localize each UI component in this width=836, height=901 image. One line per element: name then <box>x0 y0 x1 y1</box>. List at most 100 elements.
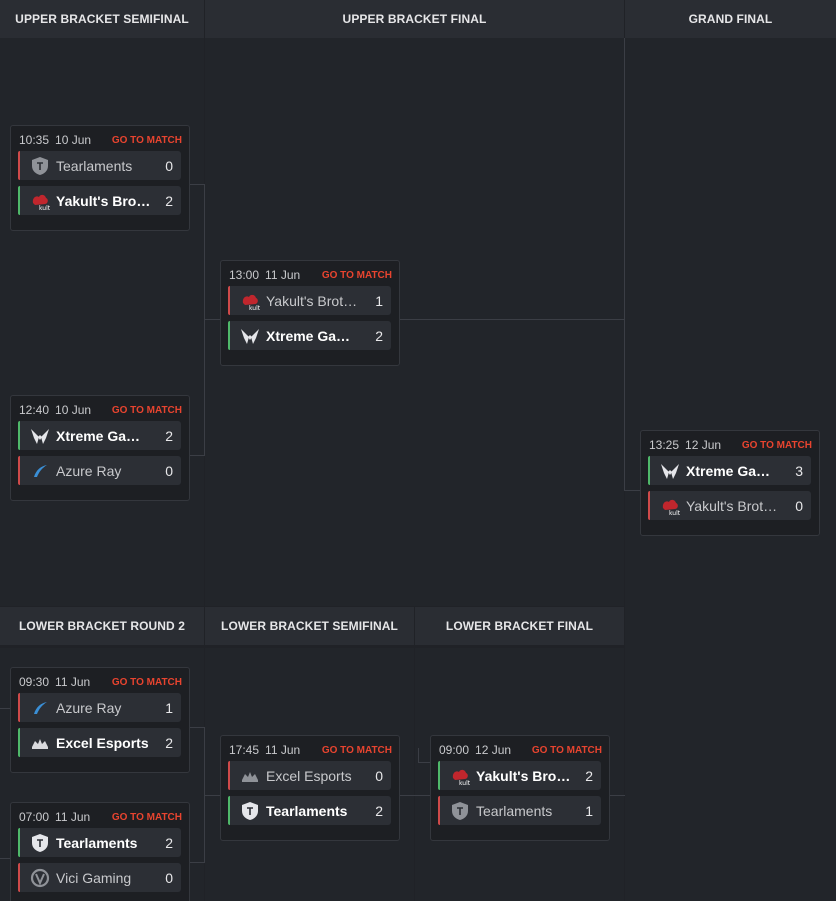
xtreme-icon <box>240 326 260 346</box>
connector-line <box>418 762 430 763</box>
connector-line <box>624 490 640 491</box>
team-name: Yakult's Brot… <box>266 292 358 309</box>
result-bar <box>18 421 20 450</box>
match-time: 09:30 <box>19 675 50 689</box>
team-name: Azure Ray <box>56 699 122 716</box>
team-score: 0 <box>795 497 803 514</box>
match-card[interactable]: 10:35 10 Jun GO TO MATCH Tearlaments 0 k… <box>10 125 190 231</box>
result-bar <box>18 456 20 485</box>
team-row[interactable]: kult Yakult's Brot… 1 <box>228 286 391 315</box>
team-row[interactable]: kult Yakult's Brot… 2 <box>438 761 601 790</box>
svg-text:kult: kult <box>39 205 50 211</box>
match-card[interactable]: 17:45 11 Jun GO TO MATCH Excel Esports 0… <box>220 735 400 841</box>
go-to-match-link[interactable]: GO TO MATCH <box>741 439 812 451</box>
team-row[interactable]: Azure Ray 0 <box>18 456 181 485</box>
connector-line <box>190 727 205 728</box>
team-row[interactable]: Vici Gaming 0 <box>18 863 181 892</box>
connector-line <box>418 748 419 763</box>
team-score: 2 <box>165 192 173 209</box>
azure-ray-icon <box>30 698 50 718</box>
match-time: 12:40 <box>19 403 50 417</box>
excel-icon <box>240 766 260 786</box>
result-bar <box>18 828 20 857</box>
xtreme-icon <box>660 461 680 481</box>
team-row[interactable]: kult Yakult's Brot… 0 <box>648 491 811 520</box>
yakult-icon: kult <box>450 766 470 786</box>
match-card[interactable]: 09:30 11 Jun GO TO MATCH Azure Ray 1 Exc… <box>10 667 190 773</box>
azure-ray-icon <box>30 461 50 481</box>
column-bg <box>0 38 204 606</box>
result-bar <box>648 491 650 520</box>
connector-line <box>204 184 205 456</box>
svg-text:kult: kult <box>249 305 260 311</box>
tearlaments-icon <box>450 801 470 821</box>
team-score: 2 <box>375 327 383 344</box>
connector-line <box>624 38 625 491</box>
match-date: 12 Jun <box>475 743 512 757</box>
tearlaments-icon <box>30 156 50 176</box>
go-to-match-link[interactable]: GO TO MATCH <box>111 134 182 146</box>
team-score: 2 <box>375 802 383 819</box>
result-bar <box>18 728 20 757</box>
svg-text:kult: kult <box>459 780 470 786</box>
stage-header-ub-semifinal: UPPER BRACKET SEMIFINAL <box>0 0 204 38</box>
team-score: 2 <box>165 427 173 444</box>
match-card[interactable]: 12:40 10 Jun GO TO MATCH Xtreme Gam… 2 A… <box>10 395 190 501</box>
result-bar <box>648 456 650 485</box>
yakult-icon: kult <box>660 496 680 516</box>
connector-line <box>204 319 220 320</box>
team-row[interactable]: Excel Esports 2 <box>18 728 181 757</box>
match-header: 13:00 11 Jun GO TO MATCH <box>229 267 392 283</box>
connector-line <box>400 319 625 320</box>
stage-header-lb-semifinal: LOWER BRACKET SEMIFINAL <box>205 607 414 645</box>
team-row[interactable]: Xtreme Gam… 2 <box>228 321 391 350</box>
team-name: Excel Esports <box>266 767 352 784</box>
vici-icon <box>30 868 50 888</box>
team-name: Tearlaments <box>476 802 553 819</box>
team-score: 1 <box>585 802 593 819</box>
match-header: 13:25 12 Jun GO TO MATCH <box>649 437 812 453</box>
team-score: 2 <box>165 734 173 751</box>
match-date: 11 Jun <box>55 675 91 689</box>
connector-line <box>0 708 10 709</box>
team-name: Yakult's Brot… <box>56 192 152 209</box>
team-row[interactable]: Excel Esports 0 <box>228 761 391 790</box>
go-to-match-link[interactable]: GO TO MATCH <box>321 744 392 756</box>
match-card[interactable]: 13:25 12 Jun GO TO MATCH Xtreme Gam… 3 k… <box>640 430 820 536</box>
result-bar <box>438 761 440 790</box>
go-to-match-link[interactable]: GO TO MATCH <box>111 811 182 823</box>
team-row[interactable]: Tearlaments 1 <box>438 796 601 825</box>
match-time: 10:35 <box>19 133 50 147</box>
match-card[interactable]: 07:00 11 Jun GO TO MATCH Tearlaments 2 V… <box>10 802 190 901</box>
team-row[interactable]: kult Yakult's Brot… 2 <box>18 186 181 215</box>
team-score: 2 <box>585 767 593 784</box>
team-row[interactable]: Tearlaments 0 <box>18 151 181 180</box>
result-bar <box>228 286 230 315</box>
result-bar <box>438 796 440 825</box>
tearlaments-icon <box>30 833 50 853</box>
team-row[interactable]: Tearlaments 2 <box>228 796 391 825</box>
yakult-icon: kult <box>30 191 50 211</box>
match-time: 13:00 <box>229 268 260 282</box>
team-row[interactable]: Tearlaments 2 <box>18 828 181 857</box>
yakult-icon: kult <box>240 291 260 311</box>
team-row[interactable]: Xtreme Gam… 3 <box>648 456 811 485</box>
excel-icon <box>30 733 50 753</box>
team-score: 1 <box>375 292 383 309</box>
go-to-match-link[interactable]: GO TO MATCH <box>111 676 182 688</box>
stage-header-lb-final: LOWER BRACKET FINAL <box>415 607 624 645</box>
go-to-match-link[interactable]: GO TO MATCH <box>321 269 392 281</box>
match-date: 10 Jun <box>55 403 92 417</box>
result-bar <box>18 863 20 892</box>
match-card[interactable]: 09:00 12 Jun GO TO MATCH kult Yakult's B… <box>430 735 610 841</box>
match-card[interactable]: 13:00 11 Jun GO TO MATCH kult Yakult's B… <box>220 260 400 366</box>
stage-header-grand-final: GRAND FINAL <box>625 0 836 38</box>
team-row[interactable]: Azure Ray 1 <box>18 693 181 722</box>
go-to-match-link[interactable]: GO TO MATCH <box>531 744 602 756</box>
result-bar <box>18 151 20 180</box>
go-to-match-link[interactable]: GO TO MATCH <box>111 404 182 416</box>
team-name: Tearlaments <box>56 157 133 174</box>
team-name: Yakult's Brot… <box>686 497 778 514</box>
team-row[interactable]: Xtreme Gam… 2 <box>18 421 181 450</box>
